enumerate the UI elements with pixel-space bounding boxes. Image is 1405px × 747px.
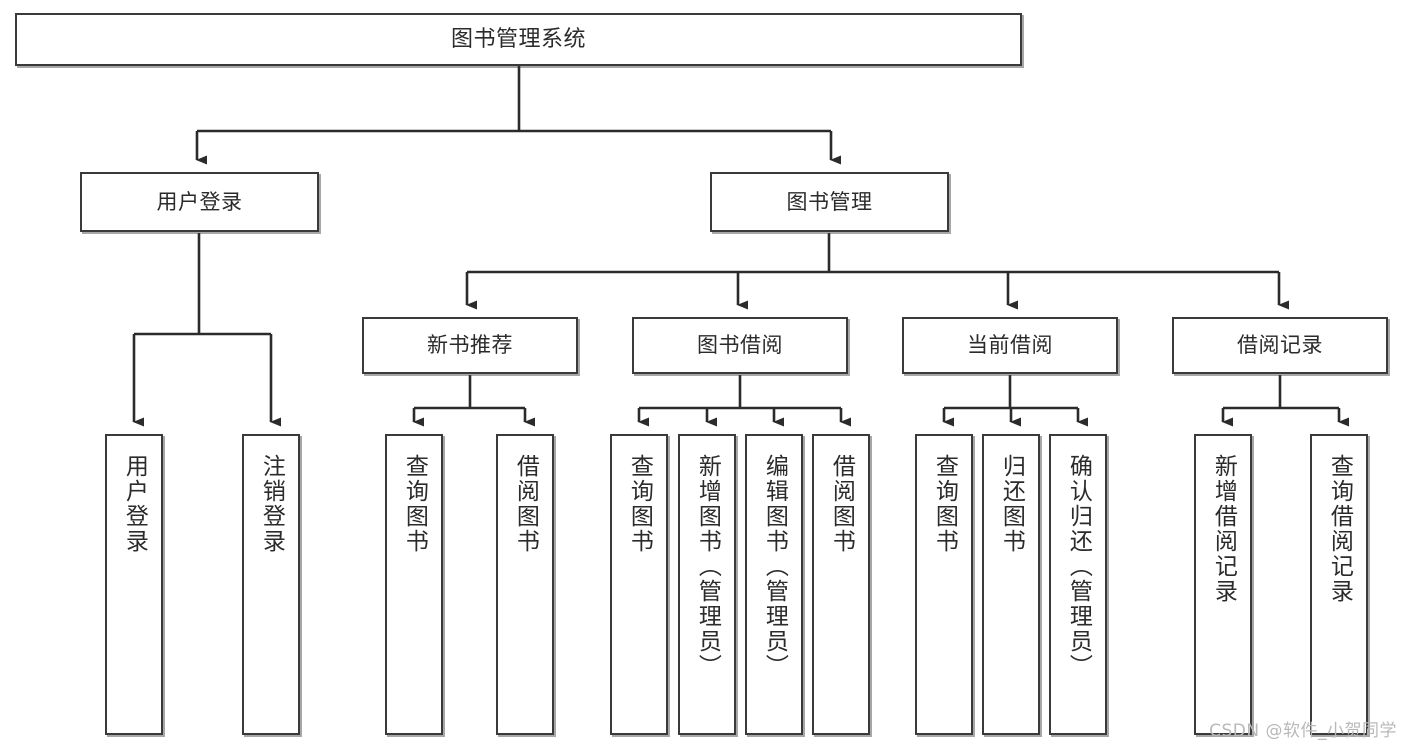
node-label: 确认归还（管理员） — [1065, 454, 1092, 679]
node-borrow-record[interactable]: 借阅记录 — [1172, 317, 1388, 374]
node-user-login[interactable]: 用户登录 — [80, 172, 319, 232]
node-label: 当前借阅 — [967, 333, 1053, 358]
node-label: 用户登录 — [121, 454, 148, 554]
node-label: 查询图书 — [401, 454, 428, 554]
leaf-query-book-borrow[interactable]: 查询图书 — [610, 434, 668, 735]
node-label: 图书管理 — [786, 189, 873, 214]
node-new-book-recommend[interactable]: 新书推荐 — [362, 317, 578, 374]
watermark-text: CSDN @软件_小贺同学 — [1209, 721, 1397, 741]
node-book-manage[interactable]: 图书管理 — [710, 172, 949, 232]
node-label: 查询借阅记录 — [1326, 454, 1353, 604]
node-root-system[interactable]: 图书管理系统 — [15, 13, 1022, 66]
node-label: 注销登录 — [258, 454, 285, 554]
leaf-borrow-book[interactable]: 借阅图书 — [812, 434, 870, 735]
leaf-user-login[interactable]: 用户登录 — [105, 434, 163, 735]
node-label: 新增图书（管理员） — [694, 454, 721, 679]
leaf-borrow-book-recommend[interactable]: 借阅图书 — [496, 434, 554, 735]
leaf-add-book[interactable]: 新增图书（管理员） — [678, 434, 736, 735]
leaf-confirm-return[interactable]: 确认归还（管理员） — [1049, 434, 1107, 735]
leaf-add-borrow-record[interactable]: 新增借阅记录 — [1194, 434, 1252, 735]
leaf-return-book[interactable]: 归还图书 — [982, 434, 1040, 735]
leaf-query-borrow-record[interactable]: 查询借阅记录 — [1310, 434, 1368, 735]
node-label: 新增借阅记录 — [1210, 454, 1237, 604]
node-label: 新书推荐 — [427, 333, 513, 358]
node-label: 图书借阅 — [697, 333, 783, 358]
node-label: 用户登录 — [156, 189, 243, 214]
node-label: 借阅图书 — [512, 454, 539, 554]
leaf-logout-login[interactable]: 注销登录 — [242, 434, 300, 735]
node-current-borrow[interactable]: 当前借阅 — [902, 317, 1118, 374]
node-label: 查询图书 — [626, 454, 653, 554]
node-label: 编辑图书（管理员） — [761, 454, 788, 679]
node-book-borrow[interactable]: 图书借阅 — [632, 317, 848, 374]
node-label: 归还图书 — [998, 454, 1025, 554]
node-label: 借阅图书 — [828, 454, 855, 554]
node-label: 图书管理系统 — [450, 26, 586, 52]
node-label: 查询图书 — [931, 454, 958, 554]
leaf-query-book-current[interactable]: 查询图书 — [915, 434, 973, 735]
leaf-edit-book[interactable]: 编辑图书（管理员） — [745, 434, 803, 735]
leaf-query-book-recommend[interactable]: 查询图书 — [385, 434, 443, 735]
node-label: 借阅记录 — [1237, 333, 1323, 358]
